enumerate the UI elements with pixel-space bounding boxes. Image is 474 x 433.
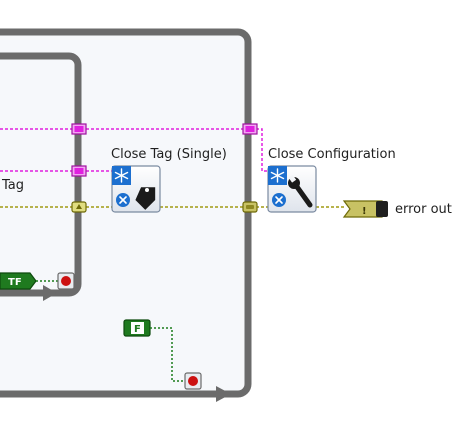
pink-wires[interactable]: [0, 128, 268, 172]
tf-constant[interactable]: [0, 272, 37, 290]
inner-loop-iteration-arrow: [43, 285, 57, 301]
outer-loop-tunnels[interactable]: [242, 123, 258, 213]
outer-loop-iteration-arrow: [216, 386, 231, 402]
tf-constant-label: TF: [8, 277, 22, 288]
outer-stop-group[interactable]: F: [123, 319, 202, 390]
tag-icon: [135, 187, 156, 210]
close-configuration-node[interactable]: [267, 165, 317, 213]
error-out-label: error out: [395, 202, 452, 217]
close-configuration-label: Close Configuration: [268, 147, 396, 162]
inner-loop-tunnels[interactable]: [71, 123, 87, 213]
close-tag-label: Close Tag (Single): [111, 147, 227, 162]
error-out-indicator[interactable]: !: [342, 200, 388, 218]
tag-label: Tag: [2, 178, 25, 193]
close-tag-node[interactable]: [111, 165, 162, 213]
stop-icon: [188, 376, 198, 386]
stop-icon: [61, 276, 71, 286]
error-glyph: !: [362, 206, 367, 217]
false-constant-label: F: [134, 324, 141, 335]
inner-stop-group[interactable]: TF: [0, 272, 75, 290]
wrench-icon: [288, 174, 313, 208]
inner-loop-frame[interactable]: [0, 52, 82, 297]
